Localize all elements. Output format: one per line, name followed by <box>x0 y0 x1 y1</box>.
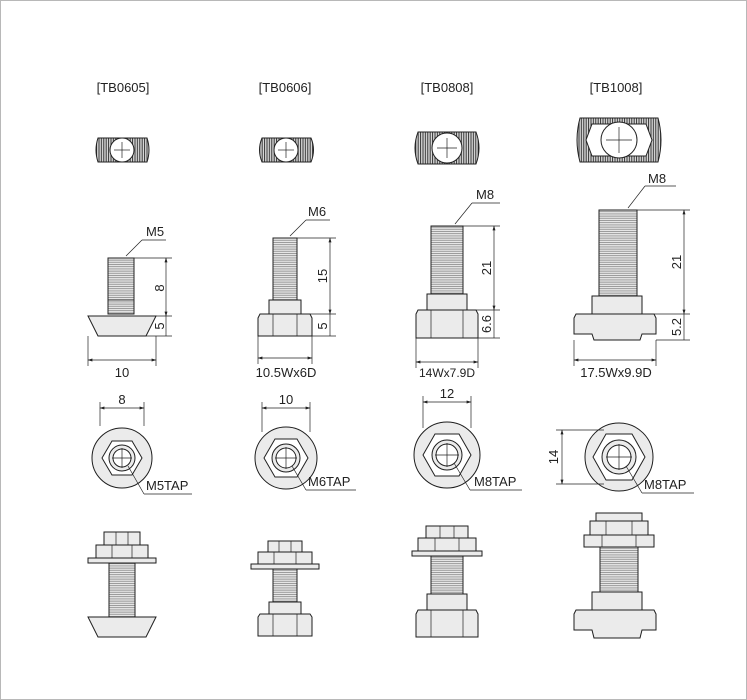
tb0606-head-height: 5 <box>315 322 330 329</box>
tb0606-top-view <box>259 137 314 163</box>
tb0605-thread-size: M5 <box>146 224 164 239</box>
tb0606-hex-size: 10 <box>279 392 293 407</box>
tb1008-thread-size: M8 <box>648 171 666 186</box>
tb0605-group: [TB0605] 8 5 M5 10 <box>87 80 192 638</box>
tb0605-head-width: 10 <box>115 365 129 380</box>
tb1008-head-width: 17.5Wx9.9D <box>580 365 652 380</box>
tb0606-nut-view <box>254 426 318 490</box>
tb1008-thread-length: 21 <box>669 255 684 269</box>
tb0808-assembly-view <box>411 525 483 638</box>
tb1008-tap: M8TAP <box>644 477 686 492</box>
tb0606-thread-size: M6 <box>308 204 326 219</box>
tb1008-nut-view <box>584 422 654 492</box>
tb0808-code-label: [TB0808] <box>421 80 474 95</box>
tb1008-top-view <box>576 117 662 163</box>
tb0808-nut-view <box>413 421 481 489</box>
tb0606-assembly-view <box>250 540 320 637</box>
tb0605-top-view <box>95 137 150 163</box>
tb0606-group: [TB0606] 15 5 M6 10.5Wx6D <box>250 80 356 637</box>
tb0808-side-view <box>415 225 479 339</box>
tb0605-code-label: [TB0605] <box>97 80 150 95</box>
tb1008-head-height: 5.2 <box>669 318 684 336</box>
tb0808-hex-size: 12 <box>440 386 454 401</box>
tb0605-head-height: 5 <box>152 322 167 329</box>
tb0606-thread-length: 15 <box>315 269 330 283</box>
tb0808-tap: M8TAP <box>474 474 516 489</box>
tb0605-tap: M5TAP <box>146 478 188 493</box>
tb1008-group: [TB1008] 21 5.2 M8 17.5Wx9.9D <box>546 80 694 639</box>
tb0808-head-width: 14Wx7.9D <box>419 366 475 380</box>
tb0808-thread-length: 21 <box>479 261 494 275</box>
tb1008-hex-size: 14 <box>546 450 561 464</box>
tb0605-assembly-view <box>87 531 157 638</box>
tb0606-side-view <box>257 237 313 337</box>
tb1008-code-label: [TB1008] <box>590 80 643 95</box>
tb0808-top-view <box>414 131 480 165</box>
tb0808-thread-size: M8 <box>476 187 494 202</box>
tb1008-assembly-view <box>573 512 657 639</box>
tb0605-hex-size: 8 <box>118 392 125 407</box>
tb0606-tap: M6TAP <box>308 474 350 489</box>
tb0606-head-width: 10.5Wx6D <box>256 365 317 380</box>
tb1008-side-view <box>573 209 657 341</box>
tb0605-nut-view <box>91 427 153 489</box>
tb0808-head-height: 6.6 <box>479 315 494 333</box>
tb0605-thread-length: 8 <box>152 284 167 291</box>
tb0606-code-label: [TB0606] <box>259 80 312 95</box>
tb0605-side-view <box>87 257 157 337</box>
tb0808-group: [TB0808] 21 6.6 M8 14Wx7.9D <box>411 80 522 638</box>
